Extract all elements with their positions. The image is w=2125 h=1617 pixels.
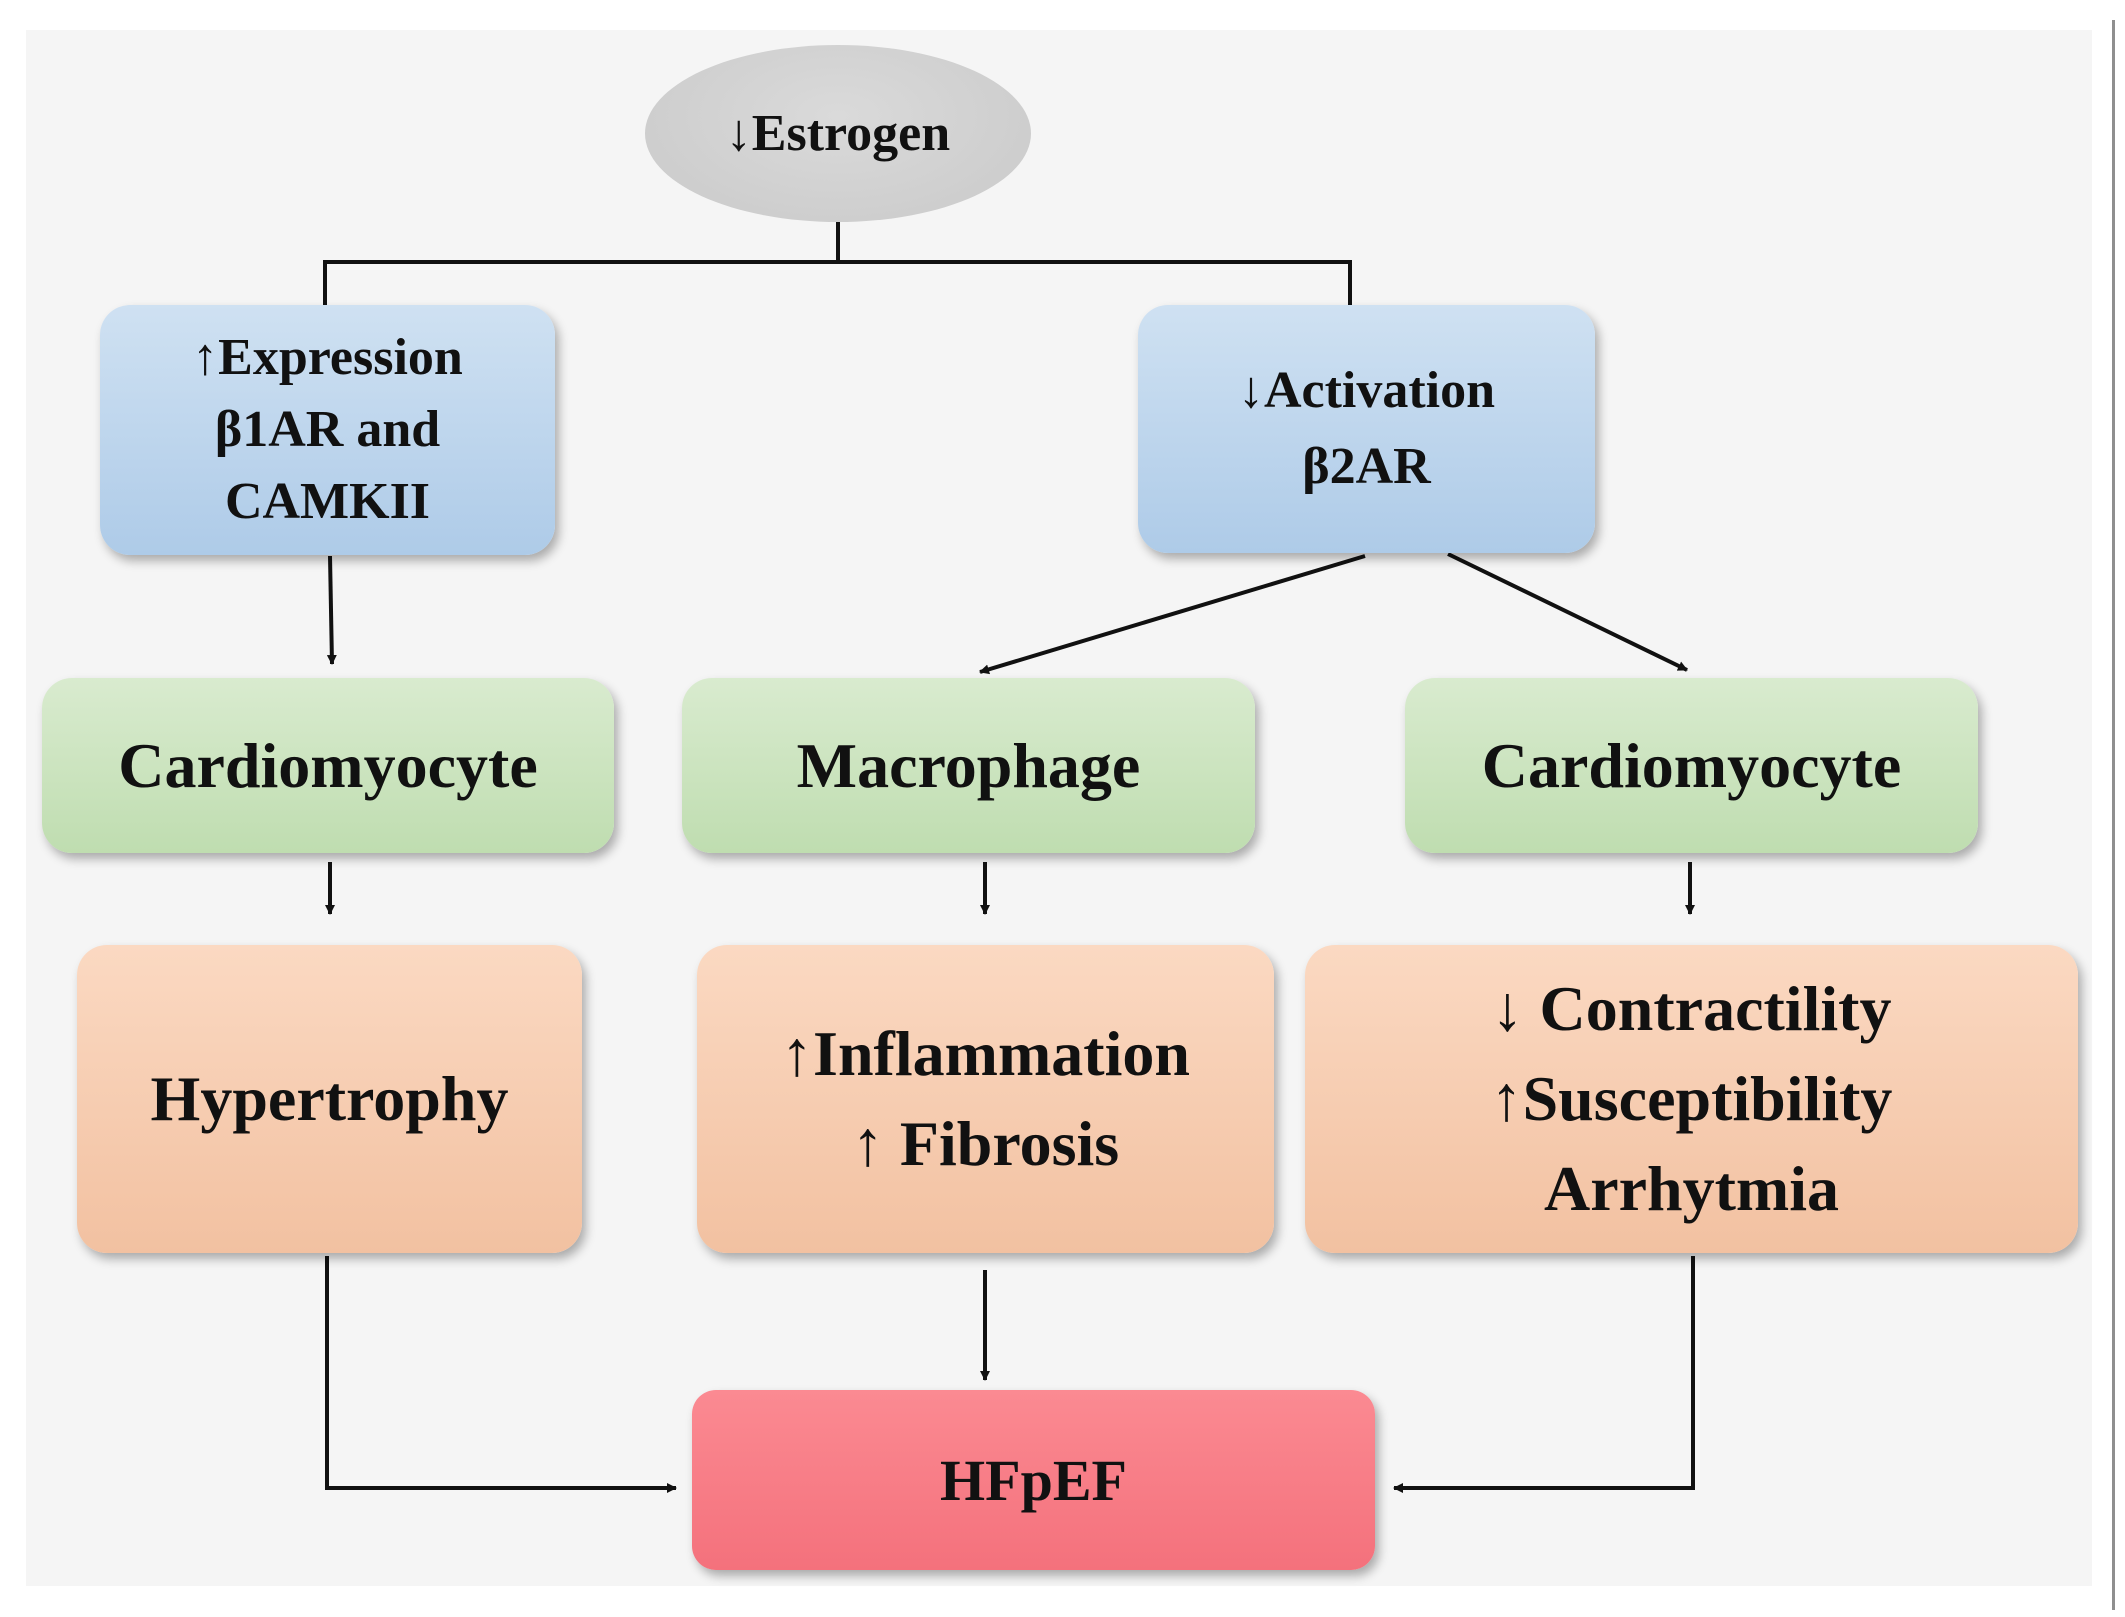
node-macrophage: Macrophage <box>682 678 1255 853</box>
node-contractility-line-2: ↑Susceptibility <box>1490 1063 1893 1134</box>
node-beta1-line-2: β1AR and <box>214 401 441 458</box>
edge-hypertrophy-hfpef <box>325 1256 677 1493</box>
edge-estrogen-branch <box>323 222 840 305</box>
node-hfpef-label: HFpEF <box>940 1447 1127 1513</box>
node-beta1-line-1: ↑Expression <box>192 329 463 386</box>
edge-beta1-cardio-left <box>326 555 337 665</box>
node-contractility-arrhythmia: ↓ Contractility ↑Susceptibility Arrhytmi… <box>1305 945 2078 1253</box>
edge-estrogen-beta2 <box>838 260 1352 305</box>
node-beta2-line-1: ↓Activation <box>1237 362 1496 419</box>
node-inflammation-line-1: ↑Inflammation <box>781 1018 1190 1089</box>
node-contractility-line-3: Arrhytmia <box>1543 1153 1840 1224</box>
node-hfpef: HFpEF <box>692 1390 1375 1570</box>
node-inflammation-fibrosis: ↑Inflammation ↑ Fibrosis <box>697 945 1274 1253</box>
node-beta1-expression: ↑Expression β1AR and CAMKII <box>100 305 555 555</box>
node-cardiomyocyte-left: Cardiomyocyte <box>42 678 614 853</box>
node-cardiomyocyte-left-label: Cardiomyocyte <box>118 729 538 801</box>
node-cardiomyocyte-right: Cardiomyocyte <box>1405 678 1978 853</box>
node-hypertrophy: Hypertrophy <box>77 945 582 1253</box>
edge-contractility-hfpef <box>1393 1256 1695 1493</box>
node-beta2-activation: ↓Activation β2AR <box>1138 305 1595 553</box>
node-estrogen: ↓Estrogen <box>645 45 1031 222</box>
node-inflammation-line-2: ↑ Fibrosis <box>851 1108 1120 1179</box>
border-rule <box>2112 20 2115 1610</box>
node-cardiomyocyte-right-label: Cardiomyocyte <box>1481 729 1902 801</box>
node-hypertrophy-label: Hypertrophy <box>150 1063 509 1134</box>
node-beta2-line-2: β2AR <box>1302 438 1431 495</box>
node-beta1-line-3: CAMKII <box>224 473 431 530</box>
edge-beta2-macrophage <box>979 554 1366 675</box>
edge-beta2-cardio-right <box>1447 552 1688 672</box>
node-contractility-line-1: ↓ Contractility <box>1491 973 1892 1044</box>
node-estrogen-label: ↓Estrogen <box>725 105 951 162</box>
node-macrophage-label: Macrophage <box>796 729 1141 801</box>
